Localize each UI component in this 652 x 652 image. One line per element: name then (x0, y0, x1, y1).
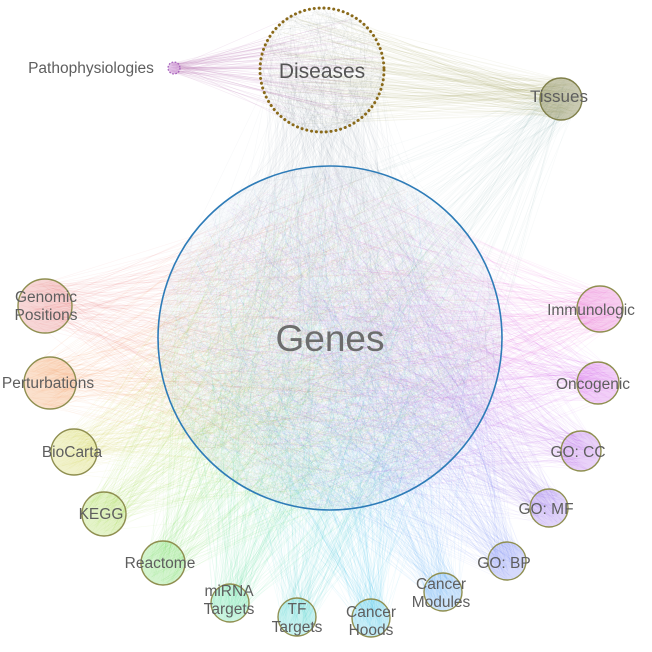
node-pathophysiologies[interactable] (167, 61, 181, 75)
node-label-reactome: Reactome (125, 555, 196, 572)
node-label-go-bp: GO: BP (477, 555, 530, 572)
node-mirna-targets[interactable] (210, 583, 250, 623)
node-label-mirna-targets: Targets (204, 601, 255, 618)
node-genomic-positions[interactable] (17, 278, 73, 334)
node-label-cancer-modules: Cancer (416, 576, 466, 593)
node-label-genes: Genes (275, 318, 384, 359)
node-oncogenic[interactable] (576, 361, 620, 405)
node-biocarta[interactable] (50, 428, 98, 476)
node-label-tissues: Tissues (530, 87, 588, 106)
node-label-kegg: KEGG (79, 506, 124, 523)
node-label-pathophysiologies: Pathophysiologies (28, 60, 154, 77)
node-kegg[interactable] (81, 491, 127, 537)
node-label-tf-targets: Targets (272, 619, 323, 636)
node-label-oncogenic: Oncogenic (556, 376, 630, 393)
node-label-cancer-hoods: Cancer (346, 604, 396, 621)
node-label-mirna-targets: miRNA (204, 583, 254, 600)
node-label-go-mf: GO: MF (518, 501, 573, 518)
node-cancer-hoods[interactable] (351, 598, 391, 638)
node-label-cancer-modules: Modules (412, 594, 471, 611)
node-go-mf[interactable] (529, 488, 569, 528)
node-label-genomic-positions: Genomic (15, 289, 77, 306)
node-label-go-cc: GO: CC (550, 444, 605, 461)
node-tf-targets[interactable] (277, 597, 317, 637)
node-labels: Genes Diseases PathophysiologiesTissuesGen… (2, 60, 635, 639)
node-reactome[interactable] (140, 540, 186, 586)
node-label-diseases: Diseases (279, 60, 365, 83)
node-go-cc[interactable] (560, 430, 602, 472)
edge-fans (20, 7, 623, 637)
node-cancer-modules[interactable] (423, 572, 463, 612)
node-label-biocarta: BioCarta (42, 444, 103, 461)
node-label-genomic-positions: Positions (15, 307, 78, 324)
node-genes[interactable] (157, 165, 503, 511)
node-go-bp[interactable] (487, 541, 527, 581)
node-immunologic[interactable] (576, 285, 624, 333)
node-label-cancer-hoods: Hoods (349, 622, 394, 639)
node-label-tf-targets: TF (288, 601, 307, 618)
node-diseases[interactable] (258, 6, 386, 134)
node-perturbations[interactable] (23, 356, 77, 410)
nodes (17, 6, 624, 638)
node-label-immunologic: Immunologic (547, 302, 635, 319)
node-tissues[interactable] (539, 77, 583, 121)
node-label-perturbations: Perturbations (2, 375, 94, 392)
